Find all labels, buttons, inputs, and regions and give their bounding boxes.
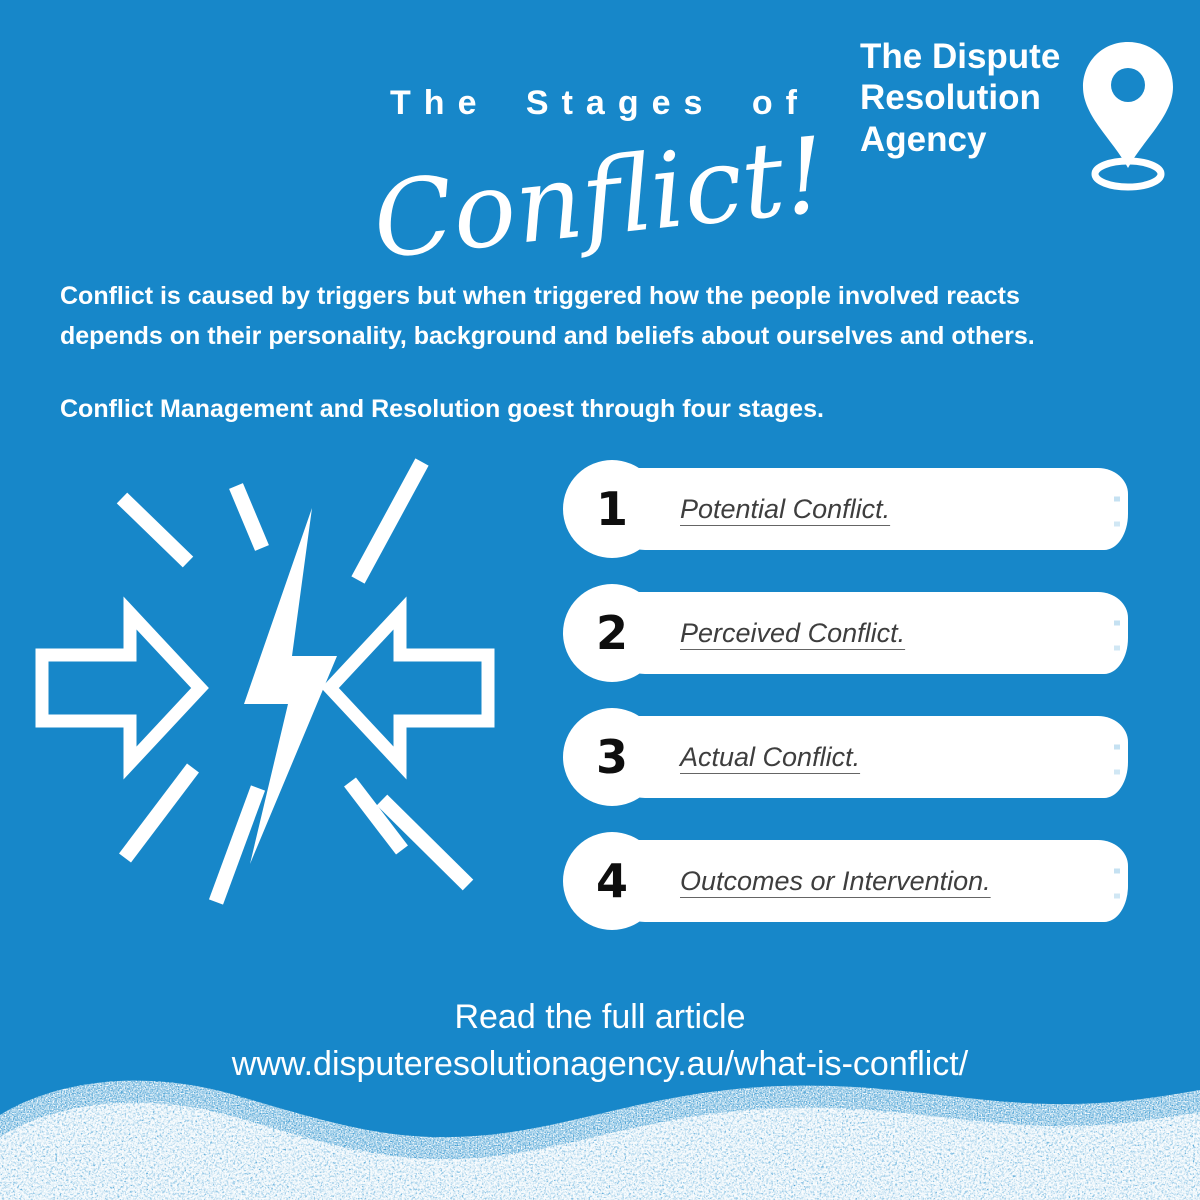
stage-number: 1 (595, 482, 628, 536)
stage-banner-strip (609, 716, 1128, 798)
collision-lightning-icon (35, 458, 495, 905)
footer-url[interactable]: www.disputeresolutionagency.au/what-is-c… (231, 1045, 969, 1083)
stage-label: Potential Conflict. (680, 493, 891, 524)
map-pin-icon (1083, 42, 1174, 191)
impact-line (344, 777, 408, 855)
impact-line (208, 785, 266, 905)
impact-line (376, 794, 474, 891)
logo-line-3: Agency (860, 119, 987, 159)
logo-line-1: The Dispute (860, 37, 1061, 76)
intro-line-1: Conflict is caused by triggers but when … (60, 282, 1020, 310)
impact-line (116, 492, 194, 568)
lightning-bolt-icon (244, 508, 337, 864)
right-arrow-icon (321, 596, 495, 780)
stage-number: 2 (595, 606, 628, 660)
logo-line-2: Resolution (860, 78, 1041, 118)
footer-cta: Read the full article (454, 998, 746, 1036)
stage-item-2: 2 Perceived Conflict. (563, 584, 1128, 682)
stage-number: 4 (595, 854, 628, 908)
brand-logo: The Dispute Resolution Agency (860, 36, 1180, 194)
stage-number: 3 (595, 730, 628, 784)
stage-banner-strip (609, 840, 1128, 922)
impact-line (119, 763, 199, 863)
stage-banner-strip (609, 468, 1128, 550)
stage-banner-strip (609, 592, 1128, 674)
intro-line-2: depends on their personality, background… (60, 322, 1035, 350)
stage-item-3: 3 Actual Conflict. (563, 708, 1128, 806)
left-arrow-icon (35, 596, 209, 780)
brand-logo-text: The Dispute Resolution Agency (860, 36, 1060, 194)
impact-line (229, 483, 269, 551)
title-kicker: The Stages of (390, 84, 810, 122)
stages-subheading: Conflict Management and Resolution goest… (60, 395, 824, 423)
grunge-wave-decoration (0, 1080, 1200, 1200)
intro-paragraph: Conflict is caused by triggers but when … (60, 276, 1090, 356)
stage-label: Actual Conflict. (680, 741, 861, 772)
impact-lines (116, 458, 474, 905)
stage-item-4: 4 Outcomes or Intervention. (563, 832, 1128, 930)
stage-label: Outcomes or Intervention. (680, 865, 991, 896)
stage-label: Perceived Conflict. (680, 617, 906, 648)
footer: Read the full article www.disputeresolut… (0, 998, 1200, 1084)
impact-line (351, 458, 429, 584)
stage-item-1: 1 Potential Conflict. (563, 460, 1128, 558)
